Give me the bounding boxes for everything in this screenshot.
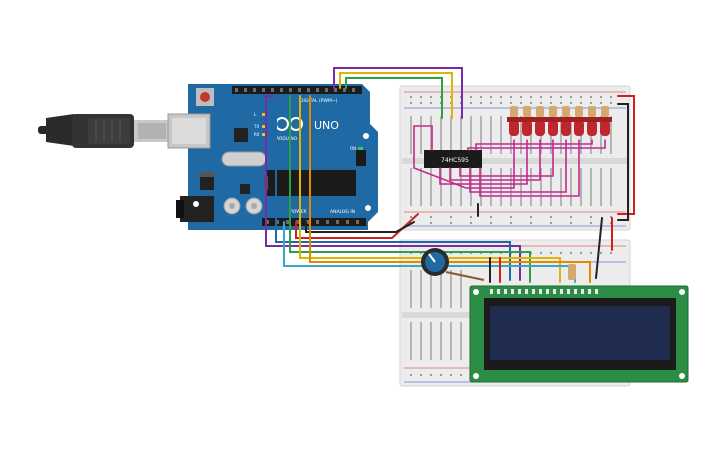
led[interactable] xyxy=(546,117,560,136)
wire-black-bottom-rail[interactable] xyxy=(595,217,603,279)
arduino-brand-label: ARDUINO xyxy=(276,136,298,142)
potentiometer[interactable] xyxy=(421,248,485,281)
wire-green-latch[interactable] xyxy=(345,77,443,119)
led[interactable] xyxy=(507,117,521,136)
lcd-backlight-resistor[interactable] xyxy=(568,264,576,280)
wire-black-ground[interactable] xyxy=(617,103,629,221)
usb-cable[interactable] xyxy=(38,114,170,148)
rx-led-label: RX xyxy=(254,132,260,137)
led[interactable] xyxy=(572,117,586,136)
chip-label: 74HC595 xyxy=(441,157,469,164)
wire-yellow-clock[interactable] xyxy=(339,72,453,119)
crystal-oscillator xyxy=(221,151,267,167)
dc-power-jack[interactable] xyxy=(180,196,214,222)
wires[interactable] xyxy=(265,67,635,283)
power-label: POWER xyxy=(290,209,307,215)
led-array[interactable] xyxy=(507,117,612,136)
lcd-pin-header xyxy=(490,289,598,294)
tx-led-label: TX xyxy=(253,124,259,129)
led[interactable] xyxy=(520,117,534,136)
on-led-label: ON xyxy=(350,146,356,151)
wire-magenta-bus[interactable] xyxy=(413,125,606,197)
wire-red-power[interactable] xyxy=(617,95,635,215)
arduino-uno-board[interactable]: DIGITAL (PWM~) POWER ANALOG IN ARDUINO U… xyxy=(167,84,378,230)
usb-interface-chip xyxy=(234,128,248,142)
power-analog-header[interactable] xyxy=(262,218,366,226)
digital-pwm-label: DIGITAL (PWM~) xyxy=(300,98,338,104)
wire-purple-data[interactable] xyxy=(333,67,463,119)
shift-register-chip[interactable]: 74HC595 xyxy=(424,150,482,168)
led-resistor-array[interactable] xyxy=(510,106,609,117)
digital-header[interactable] xyxy=(232,86,362,94)
led[interactable] xyxy=(559,117,573,136)
l-led-label: L xyxy=(254,112,257,117)
wire-black-arduino-gnd[interactable] xyxy=(305,221,415,233)
led[interactable] xyxy=(598,117,612,136)
wire-blue-lcd[interactable] xyxy=(275,95,511,281)
wire-orange-lcd[interactable] xyxy=(309,95,591,283)
lcd-display[interactable] xyxy=(469,285,689,383)
uno-model-label: UNO xyxy=(314,119,339,132)
led[interactable] xyxy=(533,117,547,136)
analog-in-label: ANALOG IN xyxy=(330,209,355,215)
led[interactable] xyxy=(585,117,599,136)
lcd-screen xyxy=(490,306,670,360)
